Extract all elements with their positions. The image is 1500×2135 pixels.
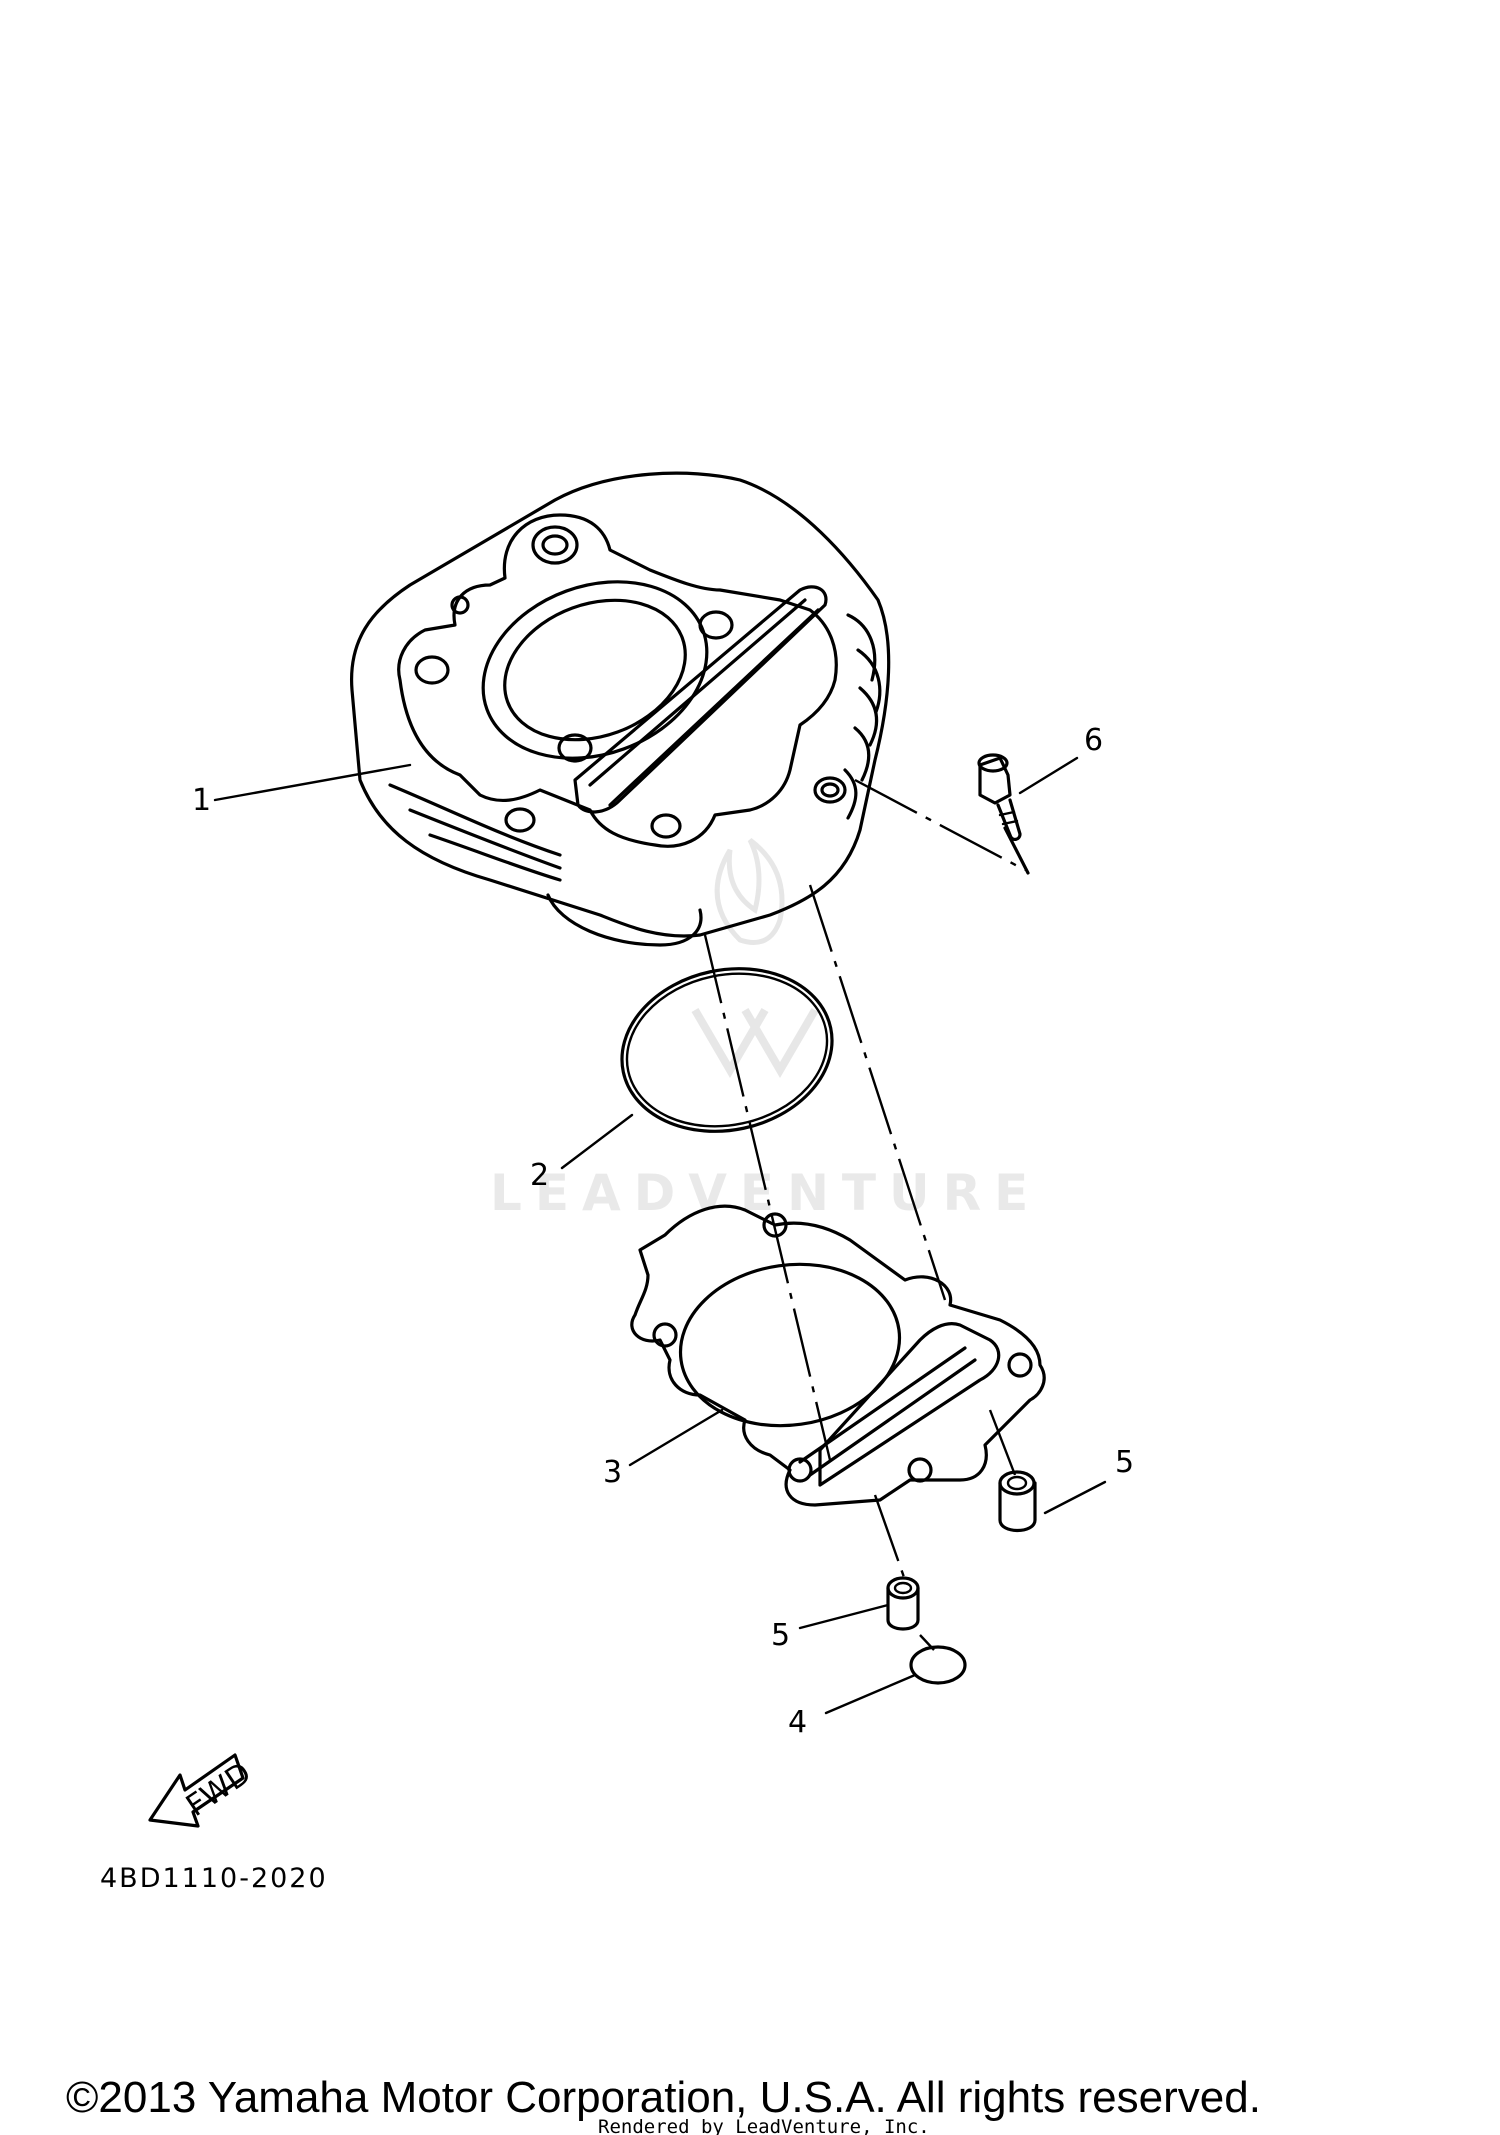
part-6-bolt[interactable]	[977, 753, 1022, 841]
callout-1: 1	[192, 783, 211, 818]
alignment-lines	[703, 778, 1030, 1651]
callout-5-lower: 5	[771, 1618, 790, 1653]
part-2-o-ring[interactable]	[607, 950, 848, 1151]
lv-logo-icon	[691, 1007, 819, 1078]
leadventure-watermark: LEADVENTURE	[490, 838, 1041, 1222]
part-4-plug[interactable]	[909, 1645, 967, 1685]
rendered-by-notice: Rendered by LeadVenture, Inc.	[598, 2116, 930, 2135]
callout-labels: 1 2 3 4 5 5 6	[192, 723, 1134, 1740]
part-1-cylinder[interactable]	[349, 471, 891, 947]
part-5-dowel-pin-right[interactable]	[998, 1470, 1037, 1533]
callout-6: 6	[1084, 723, 1103, 758]
callout-4: 4	[788, 1705, 807, 1740]
flame-logo-icon	[714, 838, 785, 945]
fwd-arrow-icon: FWD	[148, 1753, 258, 1828]
leader-lines	[213, 756, 1107, 1715]
part-5-dowel-pin-lower[interactable]	[886, 1576, 920, 1631]
watermark-text: LEADVENTURE	[490, 1164, 1041, 1222]
callout-3: 3	[603, 1455, 622, 1490]
part-3-cylinder-gasket[interactable]	[630, 1204, 1046, 1507]
callout-5-right: 5	[1115, 1445, 1134, 1480]
drawing-code: 4BD1110-2020	[100, 1863, 328, 1894]
callout-2: 2	[530, 1158, 549, 1193]
copyright-notice: ©2013 Yamaha Motor Corporation, U.S.A. A…	[66, 2073, 1261, 2122]
